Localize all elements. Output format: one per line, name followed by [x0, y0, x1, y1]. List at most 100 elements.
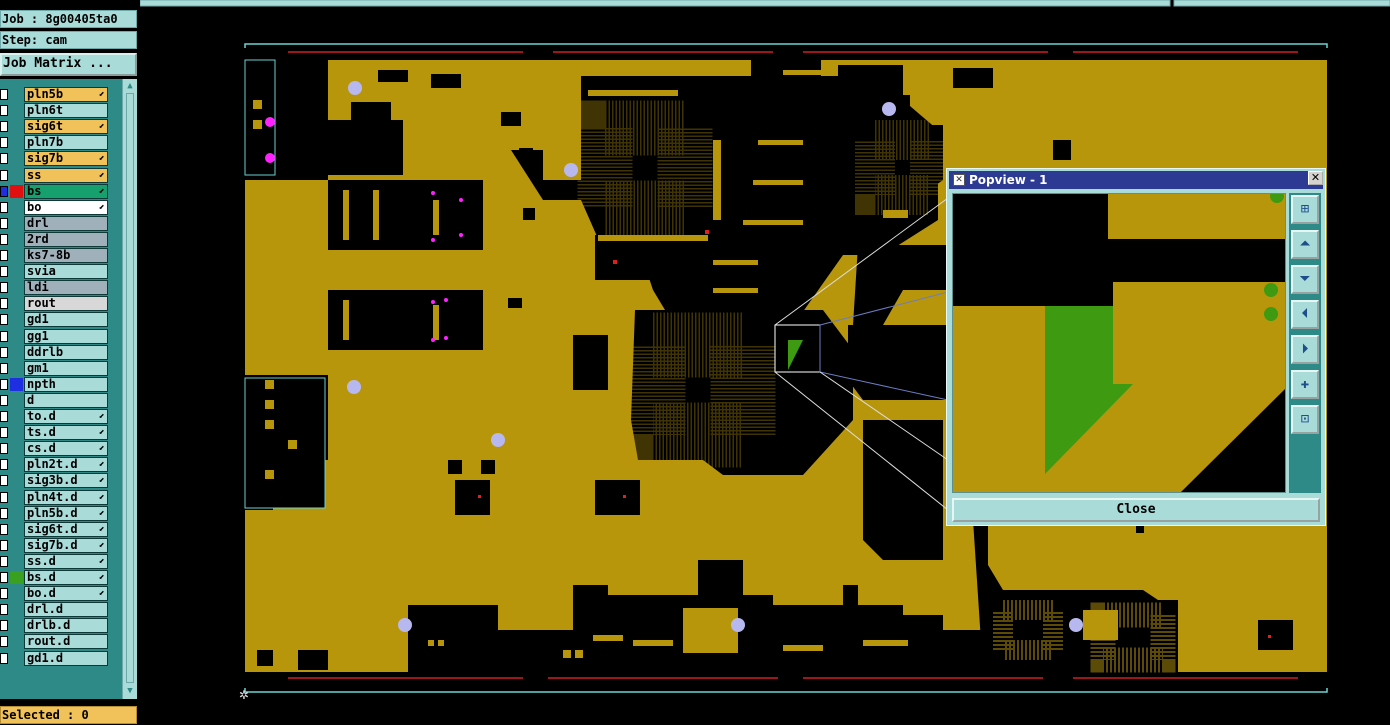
- layer-checkbox[interactable]: [0, 298, 8, 310]
- popview-titlebar[interactable]: ✕ Popview - 1: [949, 171, 1323, 189]
- layer-name[interactable]: d: [24, 392, 108, 408]
- layer-row[interactable]: bs.d⬋: [0, 570, 122, 585]
- layer-name[interactable]: pln5b⬋: [24, 87, 108, 102]
- pan-left-icon[interactable]: ⏴: [1291, 300, 1319, 329]
- layer-name[interactable]: pln2t.d⬋: [24, 457, 108, 473]
- layer-row[interactable]: gg1: [0, 328, 122, 344]
- pan-up-icon[interactable]: ⏶: [1291, 230, 1319, 259]
- layer-name[interactable]: pln4t.d⬋: [24, 489, 108, 505]
- layer-name[interactable]: sig7b.d⬋: [24, 537, 108, 553]
- layer-row[interactable]: pln4t.d⬋: [0, 489, 122, 505]
- layer-checkbox[interactable]: [0, 330, 8, 342]
- zoom-out-icon[interactable]: ⊡: [1291, 405, 1319, 434]
- scroll-track[interactable]: [126, 93, 134, 683]
- layer-checkbox[interactable]: [0, 604, 8, 616]
- layer-name[interactable]: ts.d⬋: [24, 425, 108, 441]
- layer-row[interactable]: ddrlb: [0, 344, 122, 360]
- layer-checkbox[interactable]: [0, 185, 8, 197]
- layer-name[interactable]: gg1: [24, 328, 108, 344]
- layer-row[interactable]: bo.d⬋: [0, 586, 122, 602]
- layer-row[interactable]: sig7b.d⬋: [0, 537, 122, 553]
- layer-name[interactable]: ks7-8b: [24, 248, 108, 263]
- layer-checkbox[interactable]: [0, 105, 8, 117]
- layer-row[interactable]: gd1.d: [0, 650, 122, 666]
- layer-row[interactable]: sig3b.d⬋: [0, 473, 122, 489]
- layer-checkbox[interactable]: [0, 266, 8, 278]
- layer-row[interactable]: sig7b⬋: [0, 151, 122, 167]
- layer-checkbox[interactable]: [0, 217, 8, 229]
- scroll-up-icon[interactable]: ▲: [127, 81, 133, 91]
- layer-row[interactable]: pln7b: [0, 135, 122, 151]
- layer-checkbox[interactable]: [0, 362, 8, 374]
- layer-checkbox[interactable]: [0, 443, 8, 455]
- layer-row[interactable]: to.d⬋: [0, 409, 122, 424]
- layer-checkbox[interactable]: [0, 378, 8, 390]
- layer-name[interactable]: bo.d⬋: [24, 586, 108, 602]
- layer-name[interactable]: sig7b⬋: [24, 151, 108, 167]
- layer-row[interactable]: ks7-8b: [0, 248, 122, 263]
- layer-name[interactable]: bs.d⬋: [24, 570, 108, 585]
- layer-checkbox[interactable]: [0, 427, 8, 439]
- close-button[interactable]: Close: [952, 498, 1320, 522]
- layer-row[interactable]: d: [0, 392, 122, 408]
- layer-row[interactable]: pln6t: [0, 103, 122, 119]
- scroll-down-icon[interactable]: ▼: [127, 686, 133, 696]
- layer-checkbox[interactable]: [0, 394, 8, 406]
- layer-checkbox[interactable]: [0, 121, 8, 133]
- layer-checkbox[interactable]: [0, 507, 8, 519]
- layer-checkbox[interactable]: [0, 539, 8, 551]
- layer-color-swatch[interactable]: [10, 571, 23, 584]
- layer-name[interactable]: npth: [24, 376, 108, 392]
- close-icon[interactable]: ✕: [1308, 171, 1323, 185]
- layer-checkbox[interactable]: [0, 137, 8, 149]
- layer-checkbox[interactable]: [0, 523, 8, 535]
- layer-row[interactable]: drlb.d: [0, 618, 122, 634]
- layer-name[interactable]: bo⬋: [24, 199, 108, 215]
- layer-checkbox[interactable]: [0, 89, 8, 100]
- layer-row[interactable]: svia: [0, 264, 122, 280]
- layer-name[interactable]: sig6t⬋: [24, 119, 108, 135]
- layer-row[interactable]: sig6t⬋: [0, 119, 122, 135]
- layer-checkbox[interactable]: [0, 459, 8, 471]
- layer-name[interactable]: ss.d⬋: [24, 553, 108, 569]
- layer-row[interactable]: cs.d⬋: [0, 441, 122, 457]
- layer-row[interactable]: drl: [0, 215, 122, 231]
- layer-name[interactable]: gm1: [24, 360, 108, 376]
- zoom-in-icon[interactable]: ✚: [1291, 370, 1319, 399]
- layer-checkbox[interactable]: [0, 572, 8, 583]
- layer-checkbox[interactable]: [0, 620, 8, 632]
- layer-checkbox[interactable]: [0, 652, 8, 664]
- layer-row[interactable]: pln2t.d⬋: [0, 457, 122, 473]
- layer-checkbox[interactable]: [0, 282, 8, 294]
- pan-right-icon[interactable]: ⏵: [1291, 335, 1319, 364]
- layer-row[interactable]: ss⬋: [0, 167, 122, 183]
- layer-name[interactable]: cs.d⬋: [24, 441, 108, 457]
- layer-checkbox[interactable]: [0, 153, 8, 165]
- layer-name[interactable]: pln7b: [24, 135, 108, 151]
- layer-color-swatch[interactable]: [10, 184, 23, 198]
- layer-list-scrollbar[interactable]: ▲ ▼: [122, 79, 137, 699]
- layer-checkbox[interactable]: [0, 169, 8, 181]
- layer-checkbox[interactable]: [0, 636, 8, 648]
- layer-row[interactable]: rout.d: [0, 634, 122, 650]
- layer-row[interactable]: ldi: [0, 280, 122, 296]
- layer-name[interactable]: ldi: [24, 280, 108, 296]
- layer-name[interactable]: rout.d: [24, 634, 108, 650]
- layer-checkbox[interactable]: [0, 555, 8, 567]
- layer-checkbox[interactable]: [0, 250, 8, 261]
- layer-checkbox[interactable]: [0, 475, 8, 487]
- window-menu-icon[interactable]: ✕: [953, 174, 965, 186]
- layer-row[interactable]: gm1: [0, 360, 122, 376]
- pan-down-icon[interactable]: ⏷: [1291, 265, 1319, 294]
- layer-name[interactable]: gd1: [24, 312, 108, 328]
- layer-name[interactable]: ddrlb: [24, 344, 108, 360]
- layer-name[interactable]: sig3b.d⬋: [24, 473, 108, 489]
- layer-name[interactable]: 2rd: [24, 231, 108, 247]
- layer-name[interactable]: gd1.d: [24, 650, 108, 666]
- layer-checkbox[interactable]: [0, 233, 8, 245]
- layer-row[interactable]: bs⬋: [0, 183, 122, 199]
- layer-row[interactable]: gd1: [0, 312, 122, 328]
- layer-checkbox[interactable]: [0, 411, 8, 422]
- layer-row[interactable]: ts.d⬋: [0, 425, 122, 441]
- layer-checkbox[interactable]: [0, 491, 8, 503]
